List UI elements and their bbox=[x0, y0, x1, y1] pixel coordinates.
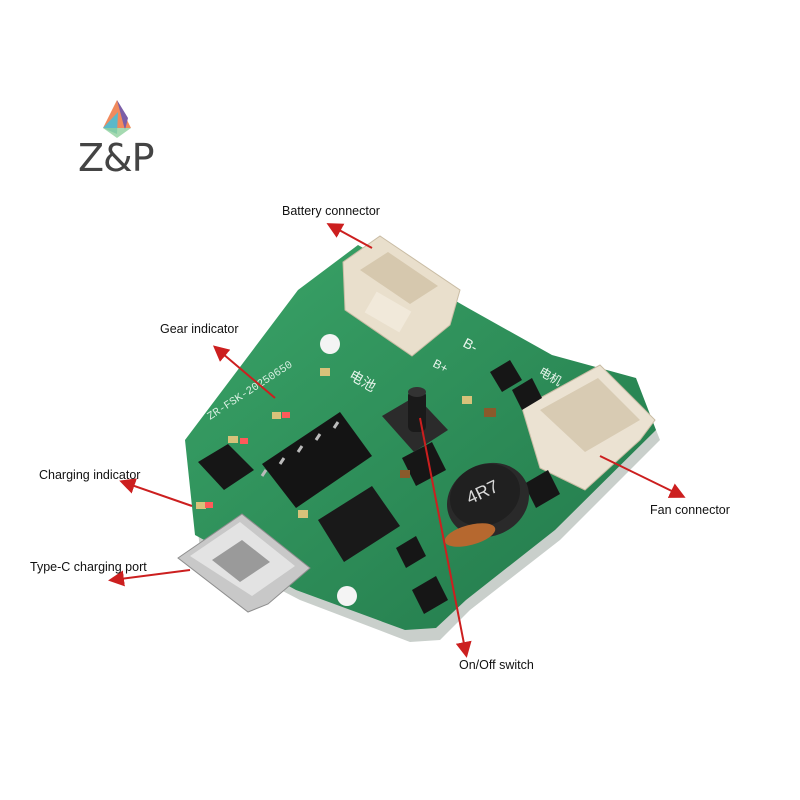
gear-indicator-label: Gear indicator bbox=[160, 322, 239, 336]
charging-indicator-label: Charging indicator bbox=[39, 468, 141, 482]
battery-arrow bbox=[326, 223, 373, 249]
type-c-port-label: Type-C charging port bbox=[30, 560, 147, 574]
typec-arrow bbox=[108, 569, 191, 587]
gear-arrow bbox=[212, 345, 276, 399]
charging-arrow bbox=[119, 478, 193, 507]
type-c-port bbox=[177, 513, 311, 613]
b-plus-silkscreen: B+ bbox=[431, 356, 451, 375]
battery-connector bbox=[342, 235, 461, 357]
driver-ic bbox=[318, 486, 400, 562]
main-ic bbox=[260, 412, 372, 508]
fan-arrow bbox=[599, 455, 686, 498]
on-off-switch-label: On/Off switch bbox=[459, 658, 534, 672]
battery-connector-label: Battery connector bbox=[282, 204, 380, 218]
inductor: 4R7 bbox=[444, 462, 529, 547]
switch-arrow bbox=[419, 417, 472, 658]
fan-connector-label: Fan connector bbox=[650, 503, 730, 517]
brand-logo-text: Z&P bbox=[78, 136, 155, 180]
fan-connector bbox=[521, 364, 656, 491]
